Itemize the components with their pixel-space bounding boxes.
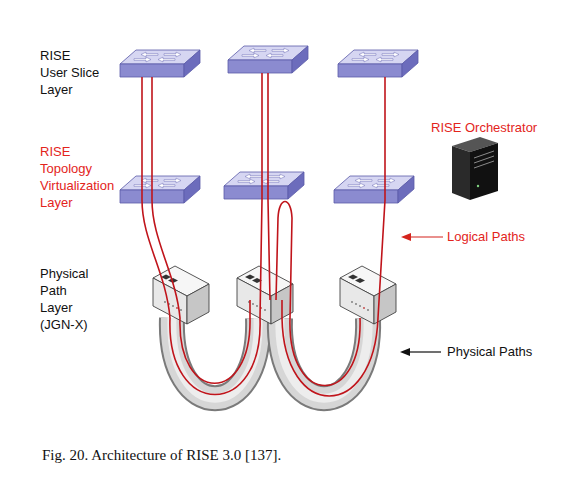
layer-cloud <box>369 30 401 62</box>
layer-cloud <box>103 140 136 173</box>
layer-cloud <box>239 248 264 273</box>
layer-cloud <box>100 242 445 326</box>
layer-cloud <box>154 73 190 109</box>
layer-cloud <box>249 194 273 218</box>
switch-icon <box>120 50 200 77</box>
layer-cloud <box>200 69 233 102</box>
layer-cloud <box>236 139 266 169</box>
logical-path-line <box>142 73 262 395</box>
layer-cloud <box>401 150 459 208</box>
layer-cloud <box>88 254 148 314</box>
network-layer: RISE User Slice Layer <box>95 32 452 104</box>
leader-arrow <box>401 233 411 241</box>
router-device <box>237 266 293 324</box>
layer-cloud <box>330 292 365 327</box>
server-icon <box>452 137 498 200</box>
logical-path-line <box>282 77 385 396</box>
leader-arrow <box>409 351 441 352</box>
switch-icon <box>120 176 200 203</box>
layer-cloud <box>192 33 221 62</box>
switch-icon <box>338 50 418 77</box>
annotation-label: Logical Paths <box>447 229 525 245</box>
layer-cloud <box>95 32 452 104</box>
layer-cloud <box>112 189 147 224</box>
figure-caption: Fig. 20. Architecture of RISE 3.0 [137]. <box>42 446 281 464</box>
switch-icon <box>334 176 414 203</box>
layer-cloud <box>160 293 189 322</box>
layer-cloud <box>89 28 458 109</box>
leader-arrow <box>400 233 443 356</box>
logical-path-line <box>142 73 385 396</box>
layer-cloud <box>108 247 136 275</box>
layer-cloud <box>423 191 449 217</box>
layer-cloud <box>149 38 175 64</box>
layer-cloud <box>190 238 226 274</box>
network-layer: Physical Path Layer (JGN-X) <box>100 242 445 326</box>
layer-cloud <box>114 295 149 330</box>
layer-cloud <box>151 243 179 271</box>
layer-cloud <box>320 239 354 273</box>
layer-cloud <box>287 290 322 325</box>
layer-cloud <box>98 138 448 220</box>
server-icon <box>474 161 494 168</box>
layer-cloud <box>369 138 395 164</box>
layer-cloud <box>152 143 176 167</box>
layer-cloud <box>234 28 269 63</box>
switch-icon <box>120 46 418 203</box>
server-icon <box>477 185 479 187</box>
layer-cloud <box>284 37 308 61</box>
layer-cloud <box>331 184 367 220</box>
switch-icon <box>224 172 304 199</box>
leader-arrow <box>410 236 443 237</box>
layer-label: RISE Topology Virtualization Layer <box>40 143 116 211</box>
layer-cloud <box>204 188 231 215</box>
router-device <box>340 266 396 324</box>
leader-arrow <box>400 348 410 356</box>
layer-cloud <box>109 44 438 92</box>
layer-cloud <box>156 187 190 221</box>
layer-cloud <box>410 44 458 92</box>
router-device <box>153 266 396 324</box>
layer-cloud <box>114 254 431 314</box>
layer-cloud <box>424 75 456 107</box>
layer-cloud <box>421 295 445 319</box>
router-device <box>153 266 209 324</box>
physical-path-tube <box>172 318 368 398</box>
layer-label: Physical Path Layer (JGN-X) <box>40 265 90 333</box>
layer-cloud <box>321 136 357 172</box>
layer-cloud <box>294 78 319 103</box>
layer-cloud <box>335 70 366 101</box>
layer-cloud <box>278 244 309 275</box>
layer-cloud <box>112 73 142 103</box>
layer-label: RISE User Slice Layer <box>40 47 101 98</box>
layer-cloud <box>377 70 413 106</box>
layer-cloud <box>87 134 459 224</box>
layer-cloud <box>206 298 230 322</box>
layer-cloud <box>406 244 440 278</box>
layer-cloud <box>290 189 320 219</box>
logical-path-line <box>152 77 250 383</box>
network-layer: RISE Topology Virtualization Layer <box>98 138 448 220</box>
layer-cloud <box>112 150 434 208</box>
layer-cloud <box>412 141 441 170</box>
layer-cloud <box>397 254 457 314</box>
layer-cloud <box>376 299 404 327</box>
logical-path-line <box>268 73 270 300</box>
layer-cloud <box>418 34 442 58</box>
layer-cloud <box>368 245 392 269</box>
annotation-label: RISE Orchestrator <box>431 120 537 136</box>
layer-cloud <box>190 134 225 169</box>
layer-cloud <box>324 34 357 67</box>
layer-cloud <box>247 299 275 327</box>
layer-cloud <box>88 238 457 331</box>
layer-cloud <box>282 144 308 170</box>
layer-cloud <box>248 75 274 101</box>
server-icon <box>470 143 498 200</box>
layer-cloud <box>99 30 135 66</box>
server-icon <box>452 146 470 200</box>
switch-icon <box>228 46 308 73</box>
layer-cloud <box>376 190 410 224</box>
annotation-label: Physical Paths <box>447 344 532 360</box>
